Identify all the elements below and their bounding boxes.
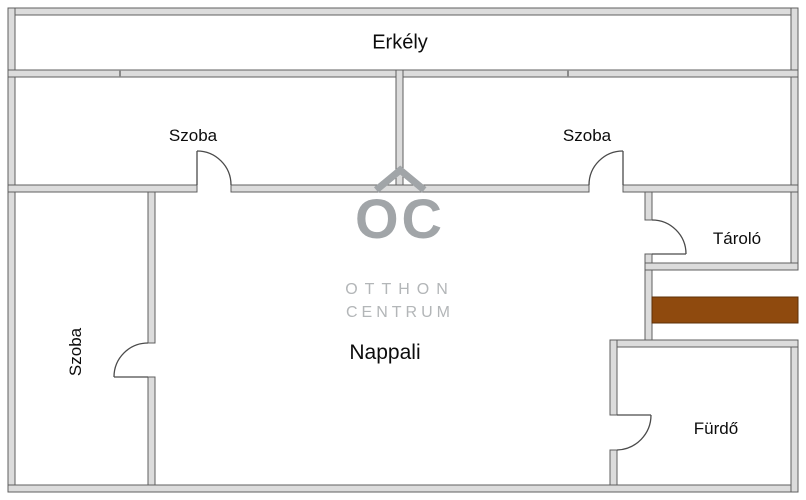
wall-joint xyxy=(567,70,569,77)
wall-segment xyxy=(7,484,799,493)
wall-segment xyxy=(147,376,156,486)
wall-segment xyxy=(609,449,618,486)
doors xyxy=(113,150,687,451)
wall-joint xyxy=(119,70,121,77)
wall-segment xyxy=(7,7,16,493)
wall-segment xyxy=(609,339,799,348)
wall-segment xyxy=(230,184,590,193)
wall-segment xyxy=(790,339,799,493)
wall-segment xyxy=(644,262,799,271)
wall-segment xyxy=(609,339,618,416)
room-label-szoba-left: Szoba xyxy=(66,327,85,377)
room-label-nappali: Nappali xyxy=(349,341,421,364)
wall-segment xyxy=(147,191,156,344)
door-arc xyxy=(196,150,232,186)
room-label-tarolo: Tároló xyxy=(712,229,762,248)
brown-highlight-bar xyxy=(651,296,799,324)
walls xyxy=(7,7,799,493)
door-arc xyxy=(651,219,687,255)
wall-segment xyxy=(7,184,198,193)
wall-segment xyxy=(395,69,404,193)
door-arc xyxy=(588,150,624,186)
wall-segment xyxy=(7,7,799,16)
room-label-erkely: Erkély xyxy=(372,31,428,54)
wall-segment xyxy=(622,184,799,193)
room-label-furdo: Fürdő xyxy=(693,419,739,438)
wall-segment xyxy=(790,7,799,271)
room-label-szoba-top-right: Szoba xyxy=(562,126,612,145)
wall-segment xyxy=(644,191,653,221)
door-arc xyxy=(616,414,652,451)
door-arc xyxy=(113,342,149,378)
room-label-szoba-top-left: Szoba xyxy=(168,126,218,145)
